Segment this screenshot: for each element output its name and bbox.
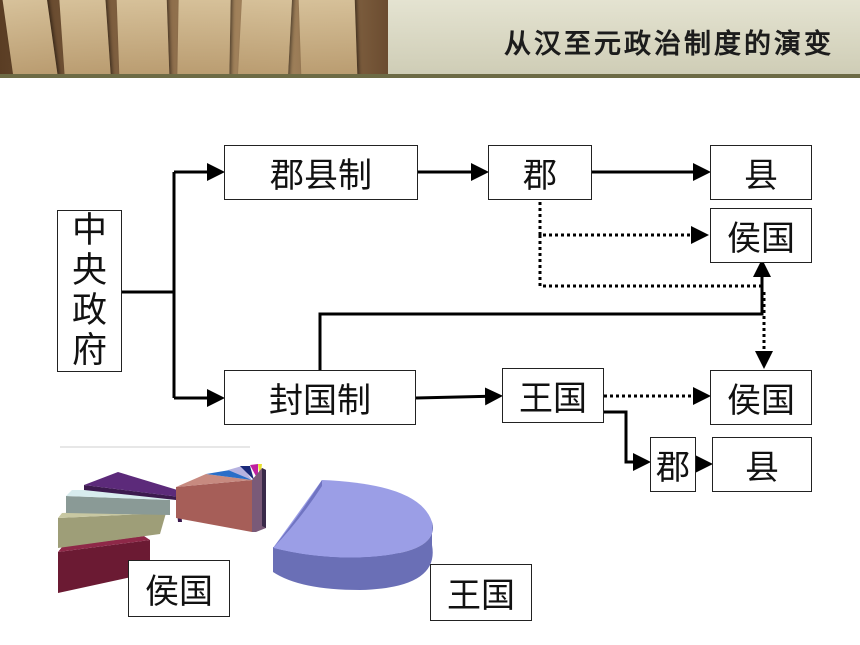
commandery-system-box: 郡县制	[224, 145, 418, 200]
central-char-4: 府	[71, 331, 107, 371]
commandery-box: 郡	[488, 145, 592, 200]
fief-to-marquisate-line	[318, 259, 771, 370]
slice-blue	[206, 470, 252, 480]
kingdom-pie-label: 王国	[430, 564, 532, 621]
slice-navy	[240, 466, 254, 480]
central-char-1: 中	[71, 211, 107, 251]
arrow-fief-to-kingdom	[415, 387, 503, 406]
county-box: 县	[710, 145, 812, 200]
slice-grey-green	[66, 496, 170, 515]
kingdom-slice-group	[273, 480, 433, 590]
kingdom-box: 王国	[502, 368, 604, 423]
county-box-2: 县	[712, 437, 812, 492]
slice-dark-red	[58, 540, 150, 593]
central-char-3: 政	[71, 291, 107, 331]
slice-lavender	[228, 466, 252, 480]
header-divider	[0, 74, 860, 78]
marquisate-pie-label: 侯国	[128, 560, 230, 617]
slice-purple	[84, 485, 182, 522]
central-government-box: 中 央 政 府	[57, 210, 122, 372]
dotted-commandery-loop	[538, 235, 762, 288]
slice-khaki	[58, 513, 166, 548]
arrow-kingdom-to-commandery	[604, 410, 651, 471]
marquisate-box-2: 侯国	[710, 370, 812, 425]
marquisate-box: 侯国	[710, 208, 812, 263]
slice-kingdom-rim	[273, 522, 433, 590]
slice-salmon	[176, 480, 252, 532]
commandery-box-2: 郡	[650, 437, 696, 492]
central-char-2: 央	[71, 251, 107, 291]
fief-system-box: 封国制	[224, 370, 416, 425]
page-title: 从汉至元政治制度的演变	[504, 29, 834, 60]
header-banner: 从汉至元政治制度的演变	[0, 0, 860, 74]
small-slices-group	[58, 464, 266, 593]
bamboo-slips-image	[0, 0, 388, 74]
